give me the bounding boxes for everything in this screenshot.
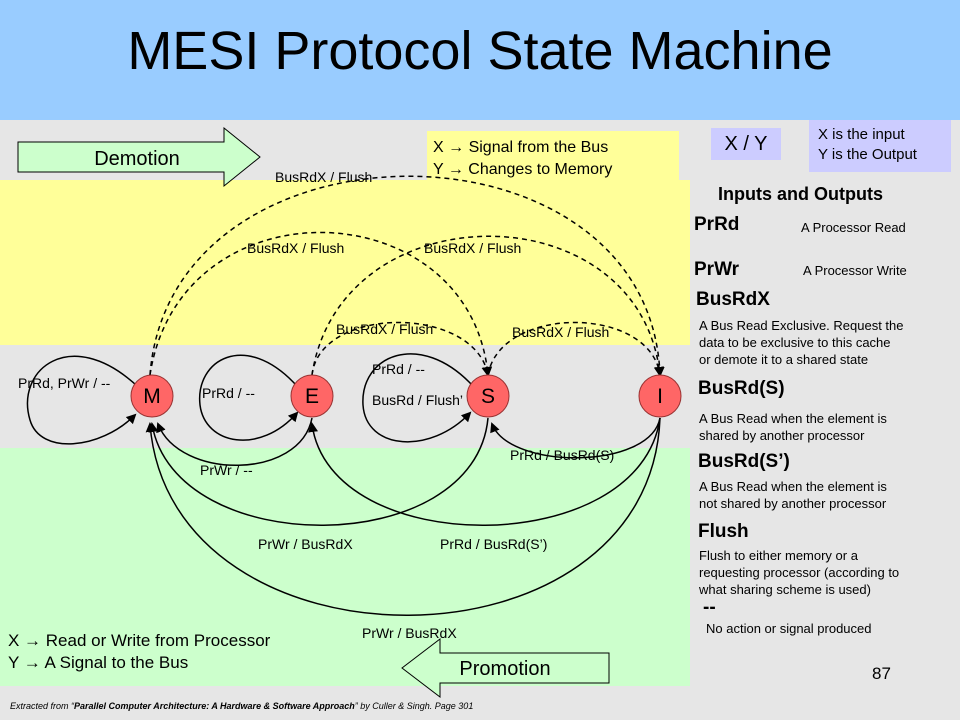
slide-title: MESI Protocol State Machine xyxy=(127,21,833,81)
self-loop-m xyxy=(26,355,137,445)
label-m-to-i: BusRdX / Flush xyxy=(275,169,372,185)
processor-transitions-band xyxy=(0,448,690,686)
io-desc-busrdx-line-3: or demote it to a shared state xyxy=(699,352,869,367)
io-desc-flush-line-2: requesting processor (according to xyxy=(699,565,900,580)
state-m-label: M xyxy=(143,385,161,408)
label-s-to-i: BusRdX / Flush xyxy=(512,324,609,340)
page-number: 87 xyxy=(872,664,891,683)
io-desc-prrd: A Processor Read xyxy=(801,220,906,235)
label-s-self-busrd: BusRd / Flush’ xyxy=(372,392,463,408)
label-e-to-s: BusRdX / Flush xyxy=(336,321,433,337)
transition-s-to-m xyxy=(148,417,489,526)
label-e-self: PrRd / -- xyxy=(202,385,255,401)
transition-i-to-e xyxy=(308,417,661,526)
transition-i-to-m xyxy=(145,417,661,616)
bus-legend: X → Signal from the Bus Y → Changes to M… xyxy=(427,131,679,185)
state-s-label: S xyxy=(481,385,495,408)
state-s: S xyxy=(466,374,510,418)
io-term-prrd: PrRd xyxy=(694,214,740,235)
io-desc-busrdx-line-2: data to be exclusive to this cache xyxy=(699,335,891,350)
label-s-self-read: PrRd / -- xyxy=(372,361,425,377)
xy-notation-box: X / Y xyxy=(711,128,781,160)
label-m-self: PrRd, PrWr / -- xyxy=(18,375,111,391)
label-e-to-m: PrWr / -- xyxy=(200,462,253,478)
xy-notation-note: X is the input Y is the Output xyxy=(809,120,951,172)
label-i-to-m: PrWr / BusRdX xyxy=(362,625,457,641)
footnote-prefix: Extracted from “ xyxy=(10,701,75,711)
label-m-to-s: BusRdX / Flush xyxy=(247,240,344,256)
io-desc-no-action: No action or signal produced xyxy=(706,621,872,636)
self-loop-s xyxy=(362,353,473,443)
demotion-arrow: Demotion xyxy=(17,126,261,188)
io-heading: Inputs and Outputs xyxy=(718,184,883,204)
io-desc-busrd-s-prime-line-2: not shared by another processor xyxy=(699,496,887,511)
io-desc-busrd-s-line-1: A Bus Read when the element is xyxy=(699,411,887,426)
self-loop-e xyxy=(199,354,299,441)
state-e-label: E xyxy=(305,385,319,408)
transition-e-to-s xyxy=(311,321,492,377)
io-term-no-action: -- xyxy=(703,597,716,618)
xy-note-line-1: X is the input xyxy=(818,126,905,143)
state-i-label: I xyxy=(657,385,663,408)
io-desc-flush: Flush to either memory or a requesting p… xyxy=(699,547,899,598)
io-desc-flush-line-3: what sharing scheme is used) xyxy=(699,582,871,597)
transition-e-to-m xyxy=(156,417,313,466)
io-desc-busrd-s: A Bus Read when the element is shared by… xyxy=(699,410,887,444)
promotion-label: Promotion xyxy=(459,658,550,680)
io-term-busrdx: BusRdX xyxy=(696,289,770,310)
source-footnote: Extracted from “Parallel Computer Archit… xyxy=(10,701,473,711)
io-desc-busrdx-line-1: A Bus Read Exclusive. Request the xyxy=(699,318,904,333)
io-desc-busrd-s-line-2: shared by another processor xyxy=(699,428,865,443)
transition-i-to-s xyxy=(490,417,661,459)
io-term-flush: Flush xyxy=(698,521,749,542)
processor-legend: X → Read or Write from Processor Y → A S… xyxy=(8,630,270,674)
transition-m-to-i xyxy=(149,175,665,377)
io-desc-busrd-s-prime-line-1: A Bus Read when the element is xyxy=(699,479,887,494)
io-desc-prwr: A Processor Write xyxy=(803,263,907,278)
title-band xyxy=(0,0,960,120)
footnote-suffix: ” by Culler & Singh. Page 301 xyxy=(354,701,474,711)
label-i-to-e: PrRd / BusRd(S’) xyxy=(440,536,547,552)
processor-legend-line-2: Y → A Signal to the Bus xyxy=(8,653,189,672)
xy-note-line-2: Y is the Output xyxy=(818,146,917,163)
io-desc-busrd-s-prime: A Bus Read when the element is not share… xyxy=(699,478,887,512)
bus-legend-line-2: Y → Changes to Memory xyxy=(433,161,613,178)
state-i: I xyxy=(638,374,682,418)
demotion-label: Demotion xyxy=(94,148,180,170)
bus-legend-line-1: X → Signal from the Bus xyxy=(433,139,609,156)
io-desc-busrdx: A Bus Read Exclusive. Request the data t… xyxy=(699,317,904,368)
io-term-busrd-s: BusRd(S) xyxy=(698,378,785,399)
bus-transitions-band xyxy=(0,180,690,345)
io-desc-flush-line-1: Flush to either memory or a xyxy=(699,548,858,563)
label-i-to-s: PrRd / BusRd(S) xyxy=(510,447,614,463)
io-term-busrd-s-prime: BusRd(S’) xyxy=(698,451,790,472)
state-e: E xyxy=(290,374,334,418)
state-m: M xyxy=(130,374,174,418)
label-s-to-m: PrWr / BusRdX xyxy=(258,536,353,552)
transition-e-to-i xyxy=(311,235,665,377)
io-term-prwr: PrWr xyxy=(694,259,740,280)
processor-legend-line-1: X → Read or Write from Processor xyxy=(8,631,271,650)
transition-m-to-s xyxy=(149,231,493,377)
label-e-to-i: BusRdX / Flush xyxy=(424,240,521,256)
footnote-book-title: Parallel Computer Architecture: A Hardwa… xyxy=(74,701,355,711)
promotion-arrow: Promotion xyxy=(401,637,610,699)
transition-s-to-i xyxy=(487,321,664,377)
